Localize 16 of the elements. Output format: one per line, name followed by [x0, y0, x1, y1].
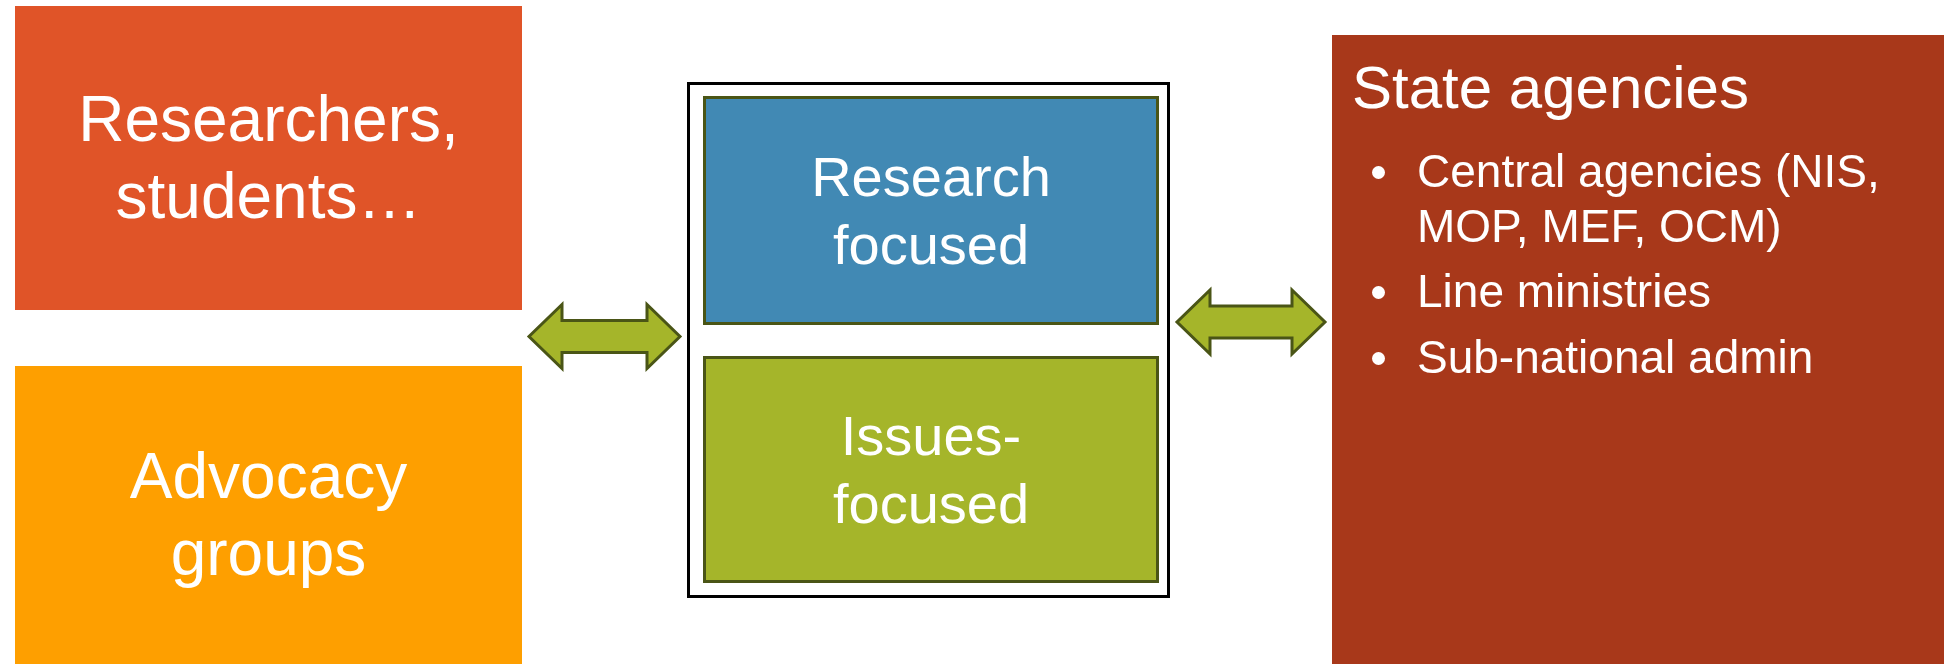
- agency-panel: [1332, 35, 1944, 664]
- box-outline: [687, 82, 1170, 598]
- bullet-item: Sub-national admin: [1417, 329, 1814, 385]
- bullet-item: Central agencies (NIS, MOP, MEF, OCM): [1417, 144, 1881, 255]
- double-arrow: [1174, 286, 1328, 358]
- double-arrow: [526, 300, 683, 373]
- bullet-item: Line ministries: [1417, 264, 1711, 320]
- group-box: [15, 366, 522, 664]
- box-label: Issues-focused: [831, 403, 1031, 537]
- group-box: [15, 6, 522, 310]
- category-box: [703, 96, 1159, 325]
- box-label: Research focused: [810, 144, 1052, 278]
- category-box: [703, 356, 1159, 583]
- panel-heading: State agencies: [1352, 53, 1749, 122]
- box-label: Advocacy groups: [128, 439, 409, 591]
- box-label: Researchers, students…: [77, 82, 460, 234]
